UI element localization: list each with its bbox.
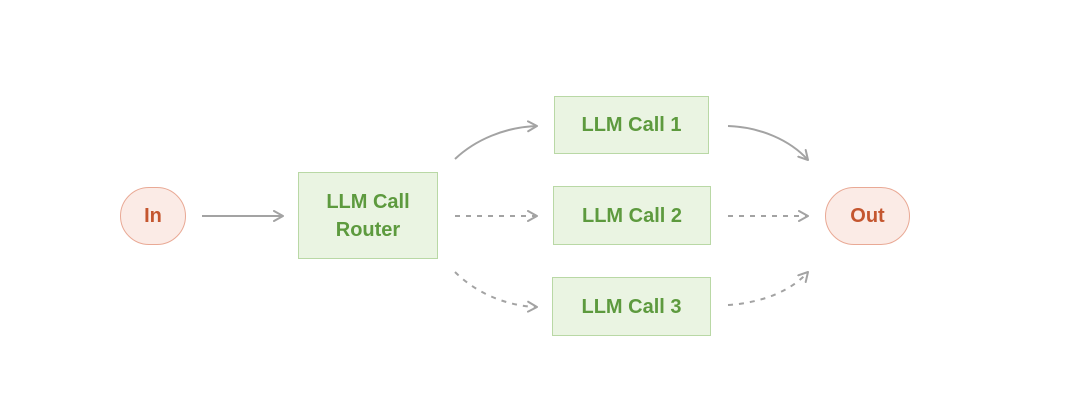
edge-router-call-1 — [454, 120, 538, 160]
router-node: LLM Call Router — [298, 172, 438, 259]
output-node: Out — [825, 187, 910, 245]
edge-router-call-3 — [454, 271, 538, 313]
edge-call-1-output — [727, 125, 809, 161]
edge-call-3-output — [727, 271, 809, 306]
llm-call-1-node: LLM Call 1 — [554, 96, 709, 154]
llm-call-2-node: LLM Call 2 — [553, 186, 711, 245]
input-node: In — [120, 187, 186, 245]
llm-call-3-node: LLM Call 3 — [552, 277, 711, 336]
